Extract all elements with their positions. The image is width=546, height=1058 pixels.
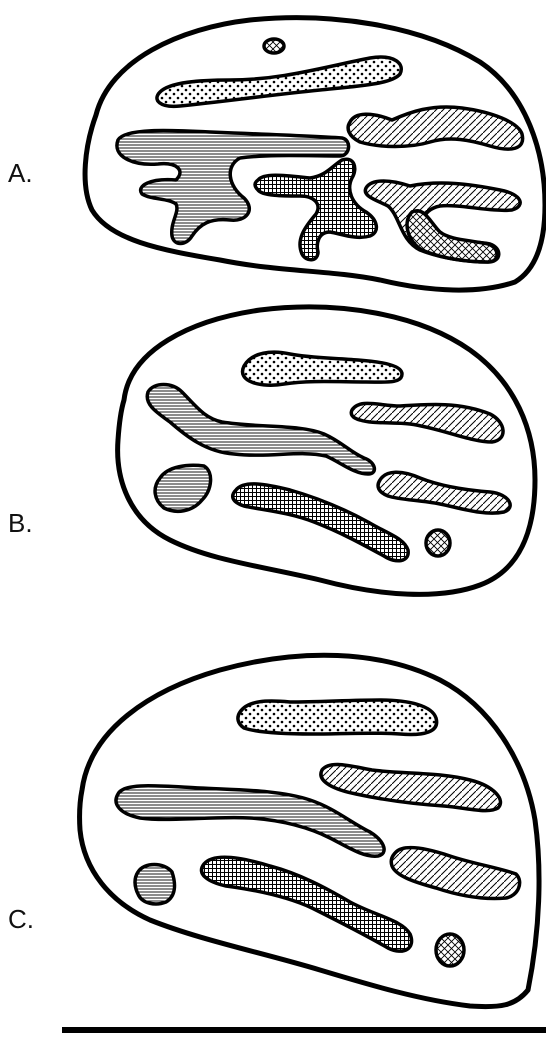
panel-label-c: C. [8, 904, 34, 935]
panel-a-diagram [85, 18, 545, 290]
panel-c-horizontal-region-small [135, 865, 174, 904]
panel-b-diamond-spot [426, 530, 450, 556]
panel-c-diagram [80, 655, 539, 1006]
panel-label-b: B. [8, 508, 33, 539]
panel-label-a: A. [8, 158, 33, 189]
panel-c-diamond-spot [436, 934, 464, 966]
scale-bar [62, 1027, 546, 1033]
panel-b-diagram [118, 307, 535, 594]
panel-c-stipple-region [238, 700, 437, 734]
panel-a-small-stipple-spot [264, 39, 284, 53]
